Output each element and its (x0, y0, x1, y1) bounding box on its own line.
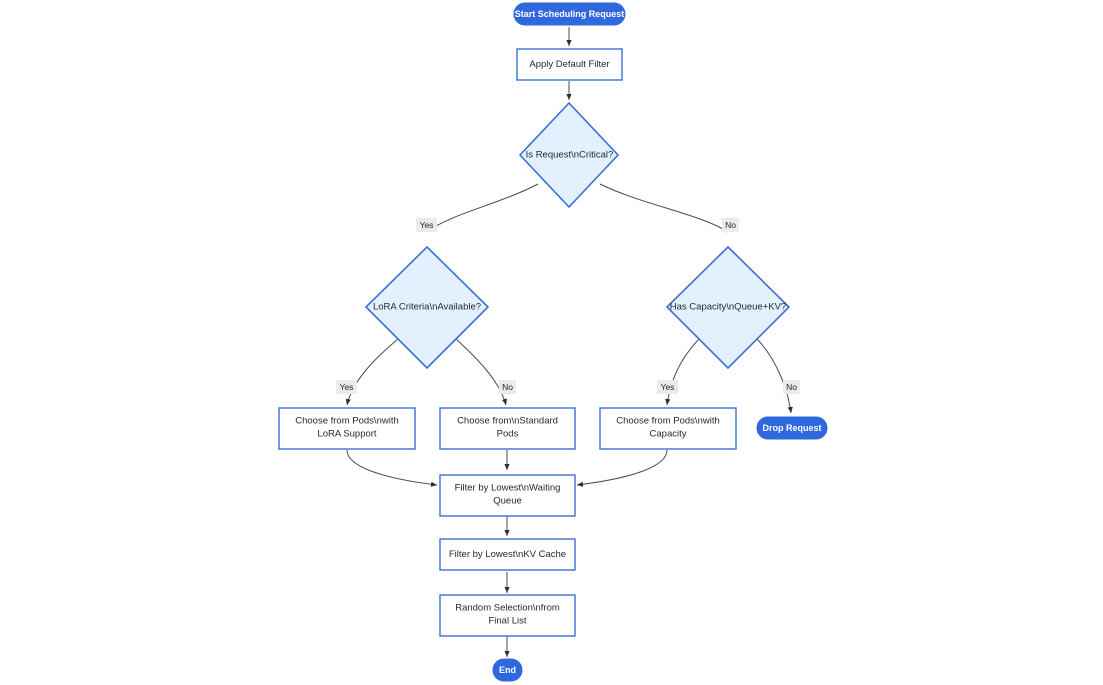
edge-capacity-no-to-drop-request (756, 338, 793, 414)
edge-label-capacity-yes: Yes (657, 380, 678, 394)
edge-label-lora-yes-text: Yes (340, 382, 354, 392)
node-is-request-critical[interactable]: Is Request\nCritical? (518, 101, 620, 209)
edges-layer (345, 27, 793, 657)
node-filter-waiting-queue[interactable]: Filter by Lowest\nWaiting Queue (439, 474, 576, 517)
node-start-label: Start Scheduling Request (515, 9, 625, 19)
node-choose-capacity-pods-label-line1: Choose from Pods\nwith (616, 416, 720, 427)
node-filter-kv-cache-label: Filter by Lowest\nKV Cache (449, 549, 566, 560)
node-choose-capacity-pods[interactable]: Choose from Pods\nwith Capacity (599, 407, 737, 450)
node-random-selection-label-line1: Random Selection\nfrom (455, 603, 560, 614)
edge-is-critical-yes-to-lora (426, 183, 539, 233)
node-choose-lora-pods[interactable]: Choose from Pods\nwith LoRA Support (278, 407, 416, 450)
edge-lora-no-to-choose-standard (455, 338, 507, 406)
node-choose-lora-pods-label-line2: LoRA Support (317, 429, 377, 440)
node-random-selection[interactable]: Random Selection\nfrom Final List (439, 594, 576, 637)
edge-label-critical-yes-text: Yes (420, 220, 434, 230)
node-choose-standard-pods[interactable]: Choose from\nStandard Pods (439, 407, 576, 450)
node-end[interactable]: End (492, 658, 523, 682)
edge-label-critical-no: No (722, 218, 739, 232)
node-lora-criteria-available-label: LoRA Criteria\nAvailable? (373, 302, 481, 313)
node-apply-default-filter-label: Apply Default Filter (529, 59, 609, 70)
edge-label-capacity-no-text: No (786, 382, 797, 392)
node-choose-standard-pods-label-line2: Pods (497, 429, 519, 440)
edge-label-lora-no: No (499, 380, 516, 394)
node-lora-criteria-available[interactable]: LoRA Criteria\nAvailable? (364, 245, 490, 370)
edge-lora-yes-to-choose-lora (345, 338, 399, 406)
edge-labels-layer: Yes No Yes No Yes No (336, 218, 800, 394)
edge-label-critical-no-text: No (725, 220, 736, 230)
node-end-label: End (499, 665, 516, 675)
node-has-capacity-label: Has Capacity\nQueue+KV? (670, 302, 786, 313)
edge-is-critical-no-to-capacity (599, 183, 729, 233)
node-filter-waiting-queue-label-line2: Queue (493, 496, 522, 507)
node-filter-kv-cache[interactable]: Filter by Lowest\nKV Cache (439, 538, 576, 571)
edge-choose-lora-to-filter-queue (346, 449, 438, 487)
edge-label-lora-no-text: No (502, 382, 513, 392)
node-has-capacity[interactable]: Has Capacity\nQueue+KV? (665, 245, 791, 370)
node-apply-default-filter[interactable]: Apply Default Filter (516, 48, 623, 81)
node-filter-waiting-queue-label-line1: Filter by Lowest\nWaiting (455, 483, 561, 494)
node-random-selection-label-line2: Final List (488, 616, 526, 627)
node-drop-request-label: Drop Request (762, 423, 821, 433)
nodes-layer: Start Scheduling Request Apply Default F… (278, 2, 828, 682)
edge-capacity-yes-to-choose-capacity (665, 338, 700, 406)
node-is-request-critical-label: Is Request\nCritical? (526, 150, 614, 161)
edge-choose-capacity-to-filter-queue (576, 449, 668, 487)
edge-label-critical-yes: Yes (416, 218, 437, 232)
edge-label-capacity-no: No (783, 380, 800, 394)
node-start[interactable]: Start Scheduling Request (513, 2, 626, 26)
edge-label-capacity-yes-text: Yes (661, 382, 675, 392)
node-choose-standard-pods-label-line1: Choose from\nStandard (457, 416, 558, 427)
node-choose-capacity-pods-label-line2: Capacity (650, 429, 687, 440)
edge-label-lora-yes: Yes (336, 380, 357, 394)
node-choose-lora-pods-label-line1: Choose from Pods\nwith (295, 416, 399, 427)
node-drop-request[interactable]: Drop Request (756, 416, 828, 440)
